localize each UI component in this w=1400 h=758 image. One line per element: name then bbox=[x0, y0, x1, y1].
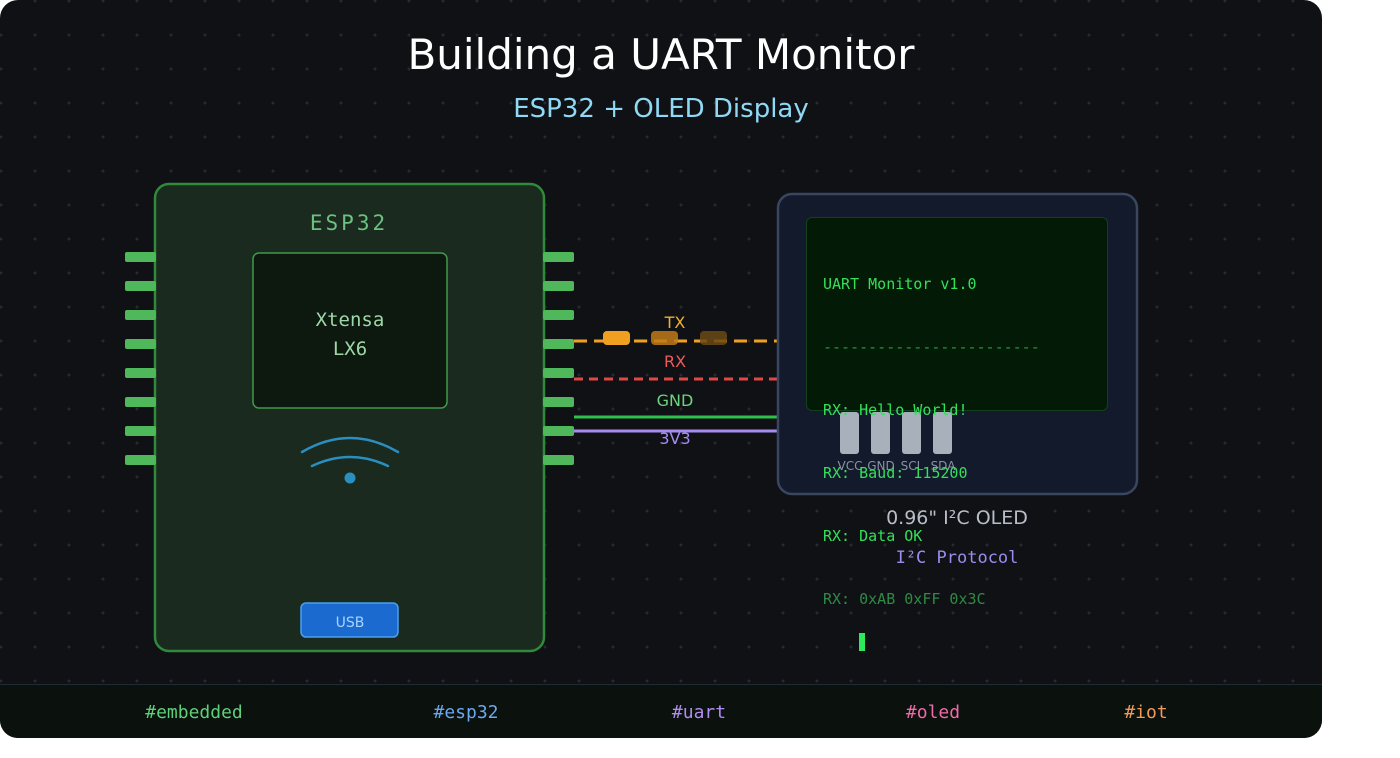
pin bbox=[125, 455, 156, 465]
hashtag-footer: #embedded #esp32 #uart #oled #iot bbox=[0, 684, 1322, 738]
oled-line-rx: RX: Hello World! bbox=[823, 401, 968, 419]
pin bbox=[125, 252, 156, 262]
rx-label: RX bbox=[664, 352, 686, 371]
esp32-label: ESP32 bbox=[310, 211, 388, 235]
pin bbox=[543, 426, 574, 436]
wifi-icon bbox=[300, 436, 400, 484]
oled-caption: 0.96" I²C OLED bbox=[886, 507, 1028, 529]
data-packet bbox=[651, 331, 678, 345]
pin bbox=[125, 426, 156, 436]
oled-pin-scl bbox=[902, 412, 921, 454]
pin-label-scl: SCL bbox=[901, 459, 924, 473]
tag-iot[interactable]: #iot bbox=[1124, 702, 1168, 723]
esp32-left-pins bbox=[125, 252, 156, 465]
pin-label-gnd: GND bbox=[867, 459, 895, 473]
chip-label-line1: Xtensa bbox=[316, 309, 385, 331]
pin-label-vcc: VCC bbox=[838, 459, 863, 473]
pin bbox=[543, 281, 574, 291]
protocol-label: I²C Protocol bbox=[896, 548, 1019, 568]
pin bbox=[125, 339, 156, 349]
oled-pin-header bbox=[840, 412, 952, 454]
data-packet bbox=[603, 331, 630, 345]
oled-screen: UART Monitor v1.0 ----------------------… bbox=[806, 217, 1108, 651]
tag-embedded[interactable]: #embedded bbox=[145, 702, 243, 723]
oled-pin-sda bbox=[933, 412, 952, 454]
oled-line-title: UART Monitor v1.0 bbox=[823, 275, 977, 293]
pin bbox=[125, 310, 156, 320]
v33-label: 3V3 bbox=[659, 429, 690, 448]
page-subtitle: ESP32 + OLED Display bbox=[513, 94, 809, 124]
usb-port[interactable] bbox=[300, 602, 399, 638]
oled-line-separator: ------------------------ bbox=[823, 338, 1040, 356]
oled-line-rx: RX: 0xAB 0xFF 0x3C bbox=[823, 590, 986, 608]
tag-oled[interactable]: #oled bbox=[905, 702, 961, 723]
pin-label-sda: SDA bbox=[931, 459, 957, 473]
pin bbox=[543, 368, 574, 378]
gnd-label: GND bbox=[657, 391, 694, 410]
tx-label: TX bbox=[664, 313, 686, 332]
page-title: Building a UART Monitor bbox=[407, 30, 915, 79]
pin bbox=[543, 397, 574, 407]
pin bbox=[125, 368, 156, 378]
terminal-cursor bbox=[859, 633, 866, 651]
esp32-right-pins bbox=[543, 252, 574, 465]
oled-pin-vcc bbox=[840, 412, 859, 454]
pin bbox=[543, 339, 574, 349]
pin bbox=[543, 310, 574, 320]
oled-line-rx: RX: Data OK bbox=[823, 527, 923, 545]
diagram-card: Building a UART Monitor ESP32 + OLED Dis… bbox=[0, 0, 1322, 738]
tag-esp32[interactable]: #esp32 bbox=[433, 702, 499, 723]
pin bbox=[543, 252, 574, 262]
usb-label: USB bbox=[336, 615, 365, 631]
chip-label-line2: LX6 bbox=[333, 338, 367, 360]
tag-uart[interactable]: #uart bbox=[671, 702, 727, 723]
pin bbox=[543, 455, 574, 465]
pin bbox=[125, 281, 156, 291]
pin bbox=[125, 397, 156, 407]
oled-pin-gnd bbox=[871, 412, 890, 454]
oled-line-rx: RX: Baud: 115200 bbox=[823, 464, 968, 482]
data-packet bbox=[700, 331, 727, 345]
xtensa-chip bbox=[252, 252, 448, 409]
circuit-diagram: ESP32 Xtensa LX6 bbox=[125, 182, 1139, 653]
